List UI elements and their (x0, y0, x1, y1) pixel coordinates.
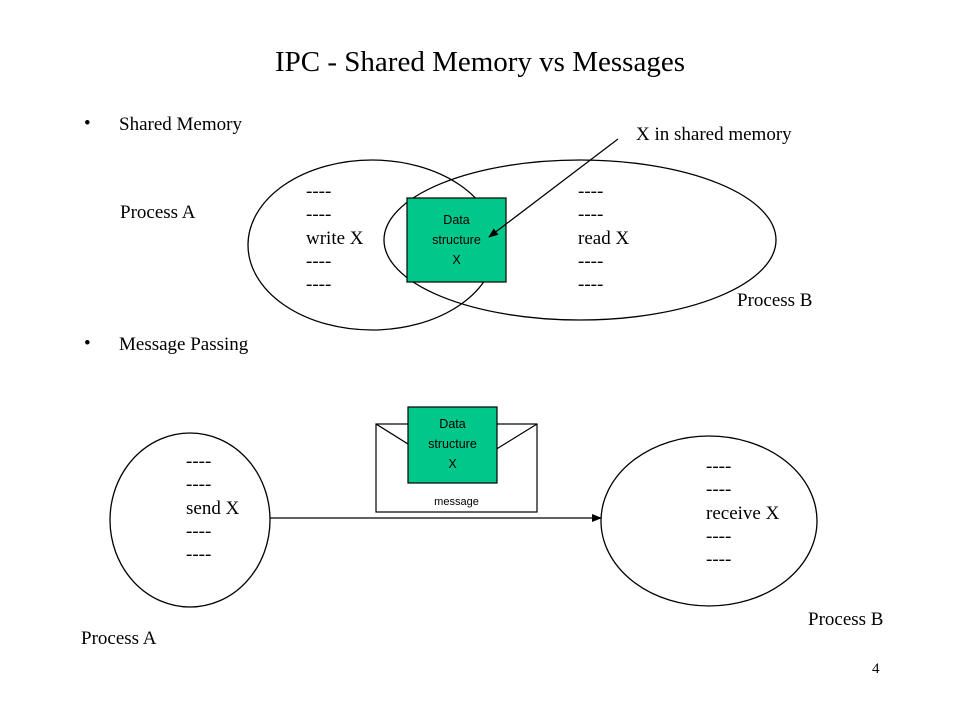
code-line: read X (578, 227, 630, 249)
code-line: ---- (706, 525, 732, 547)
data-box-line: Data (439, 417, 466, 431)
message-data-box (407, 406, 498, 484)
shared-process-a-label: Process A (120, 202, 196, 223)
code-line: ---- (306, 250, 332, 272)
code-line: ---- (306, 181, 332, 202)
data-box-line: structure (432, 233, 481, 247)
code-line: ---- (578, 274, 604, 296)
message-process-b-code: ---- ---- receive X ---- ---- (706, 455, 779, 571)
code-line: ---- (578, 204, 604, 226)
data-box-line: X (452, 253, 461, 267)
callout-arrow (488, 138, 619, 238)
bullet-dot: • (84, 113, 91, 134)
code-line: ---- (706, 456, 732, 477)
code-line: ---- (186, 451, 212, 472)
message-process-b-label: Process B (808, 609, 884, 630)
message-process-a-label: Process A (81, 628, 157, 649)
code-line: receive X (706, 502, 780, 524)
envelope-label: message (434, 496, 479, 508)
code-line: ---- (706, 549, 732, 571)
shared-data-box (406, 197, 507, 283)
message-data-box-text: Data structure X (408, 414, 497, 474)
code-line: ---- (578, 181, 604, 202)
shared-process-a-code: ---- ---- write X ---- ---- (306, 180, 364, 296)
code-line: ---- (306, 274, 332, 296)
code-line: send X (186, 497, 240, 519)
data-box-line: X (448, 457, 457, 471)
message-process-a-code: ---- ---- send X ---- ---- (186, 450, 239, 566)
shared-process-b-label: Process B (737, 290, 813, 311)
code-line: ---- (186, 520, 212, 542)
code-line: ---- (706, 479, 732, 501)
slide-title: IPC - Shared Memory vs Messages (275, 46, 685, 78)
code-line: ---- (186, 474, 212, 496)
data-box-line: Data (443, 213, 470, 227)
shared-memory-bullet: Shared Memory (119, 114, 242, 135)
callout-label: X in shared memory (636, 124, 792, 145)
shared-process-b-code: ---- ---- read X ---- ---- (578, 180, 629, 296)
code-line: ---- (306, 204, 332, 226)
bullet-dot: • (84, 333, 91, 354)
message-passing-bullet: Message Passing (119, 334, 249, 355)
shared-process-b-ellipse (383, 159, 777, 321)
shared-data-box-text: Data structure X (407, 210, 506, 270)
message-process-a-ellipse (109, 432, 271, 608)
data-box-line: structure (428, 437, 477, 451)
code-line: ---- (186, 544, 212, 566)
page-number: 4 (872, 661, 880, 677)
code-line: write X (306, 227, 364, 249)
code-line: ---- (578, 250, 604, 272)
